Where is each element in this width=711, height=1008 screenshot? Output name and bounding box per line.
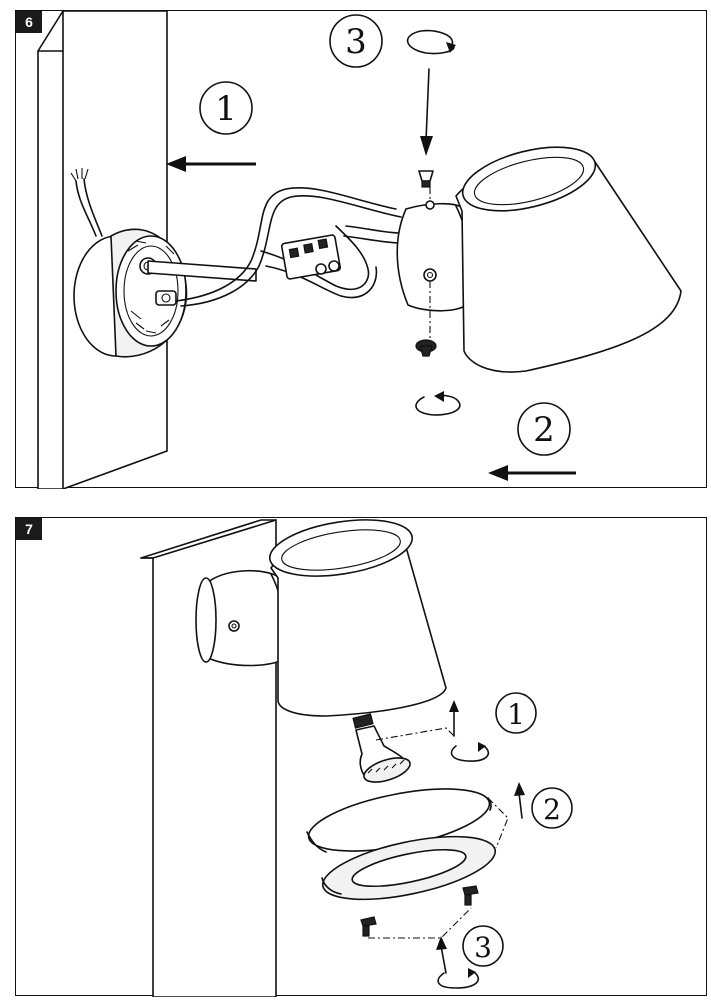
lamp-hub xyxy=(195,569,287,667)
lamp-shade xyxy=(455,146,682,373)
lamp-shade xyxy=(268,519,447,717)
callout-3: 3 xyxy=(462,925,504,967)
down-arrow xyxy=(420,68,433,156)
gasket-ring xyxy=(321,835,497,901)
rotate-arrow-icon xyxy=(415,391,461,416)
gu10-bulb xyxy=(352,713,411,783)
bulb-axis-line xyxy=(375,727,457,741)
callout-3: 3 xyxy=(329,14,383,68)
step-7-panel: 7 xyxy=(15,517,707,997)
bottom-screw xyxy=(415,339,437,357)
mounting-rod xyxy=(147,260,257,282)
callout-1: 1 xyxy=(199,81,253,135)
svg-text:2: 2 xyxy=(533,410,555,450)
step-7-illustration: 1 2 3 xyxy=(140,519,573,997)
left-arrow xyxy=(488,465,576,481)
up-arrow xyxy=(436,936,447,974)
svg-text:3: 3 xyxy=(474,931,492,964)
lamp-hub xyxy=(396,200,472,312)
callout-2: 2 xyxy=(517,402,571,456)
screw-axis-line xyxy=(368,907,472,939)
svg-text:3: 3 xyxy=(345,22,367,62)
terminal-block xyxy=(280,234,342,280)
step-6-panel: 6 xyxy=(15,10,707,489)
mounting-base xyxy=(73,228,188,358)
svg-text:1: 1 xyxy=(215,89,237,129)
svg-text:2: 2 xyxy=(543,793,561,826)
mains-cable xyxy=(70,168,103,237)
up-arrow xyxy=(514,782,525,819)
callout-2: 2 xyxy=(531,787,573,829)
rotate-arrow-icon xyxy=(406,29,456,55)
callout-1: 1 xyxy=(495,692,537,734)
step-number-badge: 7 xyxy=(16,518,42,540)
up-arrow xyxy=(449,700,459,737)
left-arrow xyxy=(166,156,256,172)
svg-text:1: 1 xyxy=(507,698,525,731)
top-screw xyxy=(418,170,434,188)
right-screw xyxy=(462,885,479,906)
lens-axis-line xyxy=(487,797,509,849)
step-6-illustration: 1 2 3 xyxy=(37,11,682,489)
rotate-arrow-icon xyxy=(437,968,480,989)
rotate-arrow-icon xyxy=(450,742,490,762)
step-number-badge: 6 xyxy=(16,11,42,33)
left-screw xyxy=(360,916,377,937)
